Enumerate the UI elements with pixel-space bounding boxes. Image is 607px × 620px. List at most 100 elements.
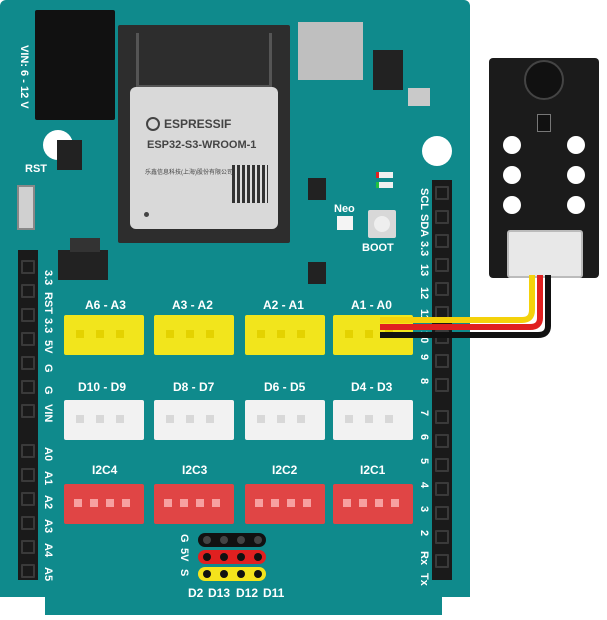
digital-connector[interactable] (333, 400, 413, 440)
i2c-connector-label: I2C3 (182, 463, 208, 477)
right-header-pin (435, 354, 449, 368)
analog-connector[interactable] (154, 315, 234, 355)
right-header-pin (435, 234, 449, 248)
connector-pin (116, 330, 124, 338)
sensor-mounting-hole (503, 136, 521, 154)
i2c-connector[interactable] (245, 484, 325, 524)
connector-pin (180, 499, 188, 507)
connector-pin (271, 499, 279, 507)
connector-pin (76, 330, 84, 338)
module-shield: ESPRESSIF ESP32-S3-WROOM-1 乐鑫信息科技(上海)股份有… (130, 87, 278, 229)
left-header-pin (21, 404, 35, 418)
analog-connector-label: A1 - A0 (351, 298, 392, 312)
connector-pin (375, 499, 383, 507)
right-header-pin (435, 282, 449, 296)
connector-pin (277, 415, 285, 423)
digital-connector[interactable] (154, 400, 234, 440)
left-header-pin (21, 356, 35, 370)
connector-pin (196, 499, 204, 507)
boot-button-cap (374, 216, 390, 232)
digital-connector-label: D8 - D7 (173, 380, 215, 394)
servo-pin-hole (237, 536, 245, 544)
digital-connector-label: D6 - D5 (264, 380, 306, 394)
connector-pin (303, 499, 311, 507)
right-header-pin (435, 554, 449, 568)
module-model: ESP32-S3-WROOM-1 (147, 139, 257, 151)
connector-pin (74, 499, 82, 507)
ic-chip (373, 50, 403, 90)
esp32-s3-board: VIN: 6 - 12 V RST ESPRESSIF ESP32-S3-WRO… (0, 0, 470, 615)
pin1-dot (144, 212, 149, 217)
connector-pin (206, 330, 214, 338)
servo-pin-hole (203, 536, 211, 544)
connector-pin (106, 499, 114, 507)
connector-pin (345, 330, 353, 338)
connector-pin (287, 499, 295, 507)
connector-pin (385, 415, 393, 423)
analog-connector[interactable] (64, 315, 144, 355)
wire-yellow (380, 275, 535, 323)
digital-connector-label: D4 - D3 (351, 380, 393, 394)
servo-col-label: D11 (263, 586, 285, 600)
sensor-mounting-hole (567, 196, 585, 214)
right-header-pin (435, 530, 449, 544)
left-header-pin (21, 380, 35, 394)
servo-col-label: D12 (236, 586, 259, 600)
module-antenna (136, 33, 272, 88)
connector-pin (212, 499, 220, 507)
qr-code-icon (232, 165, 268, 203)
i2c-connector-label: I2C2 (272, 463, 298, 477)
boot-button[interactable] (368, 210, 396, 238)
servo-header[interactable] (198, 533, 266, 583)
digital-connector[interactable] (245, 400, 325, 440)
servo-pin-hole (237, 553, 245, 561)
voltage-regulator-tab (70, 238, 100, 252)
sensor-mounting-hole (503, 166, 521, 184)
servo-pin-hole (237, 570, 245, 578)
connector-pin (186, 330, 194, 338)
right-header-pin (435, 410, 449, 424)
usb-connector (298, 22, 363, 80)
right-header-pin (435, 506, 449, 520)
wire-red (380, 275, 543, 330)
neo-label: Neo (334, 203, 355, 215)
servo-pin-ground (198, 533, 266, 547)
i2c-connector[interactable] (333, 484, 413, 524)
connector-pin (297, 330, 305, 338)
connector-pin (365, 330, 373, 338)
left-header-pin (21, 332, 35, 346)
boot-label: BOOT (362, 242, 394, 254)
connector-pin (76, 415, 84, 423)
voltage-regulator (58, 250, 108, 280)
module-brand: ESPRESSIF (164, 117, 232, 131)
servo-pin-hole (220, 570, 228, 578)
transistor (308, 178, 326, 200)
left-header-pin (21, 540, 35, 554)
servo-pin-hole (220, 553, 228, 561)
board-edge-cutout (0, 597, 45, 620)
right-header-pin (435, 482, 449, 496)
digital-connector[interactable] (64, 400, 144, 440)
i2c-connector-label: I2C1 (360, 463, 386, 477)
right-header-pin (435, 210, 449, 224)
small-component (408, 88, 430, 106)
connector-pin (186, 415, 194, 423)
connector-pin (365, 415, 373, 423)
rst-label: RST (25, 163, 47, 175)
sensor-mounting-hole (567, 166, 585, 184)
connector-pin (166, 330, 174, 338)
connector-pin (96, 330, 104, 338)
servo-pin-hole (220, 536, 228, 544)
servo-pin-hole (203, 570, 211, 578)
servo-pin-5v (198, 550, 266, 564)
i2c-connector[interactable] (154, 484, 234, 524)
i2c-connector[interactable] (64, 484, 144, 524)
sensor-mounting-hole (503, 196, 521, 214)
servo-col-label: D13 (208, 586, 231, 600)
wire-black (380, 275, 551, 338)
analog-connector[interactable] (245, 315, 325, 355)
connector-pin (391, 499, 399, 507)
servo-pin-hole (254, 536, 262, 544)
reset-button[interactable] (17, 185, 35, 230)
connector-pin (166, 415, 174, 423)
